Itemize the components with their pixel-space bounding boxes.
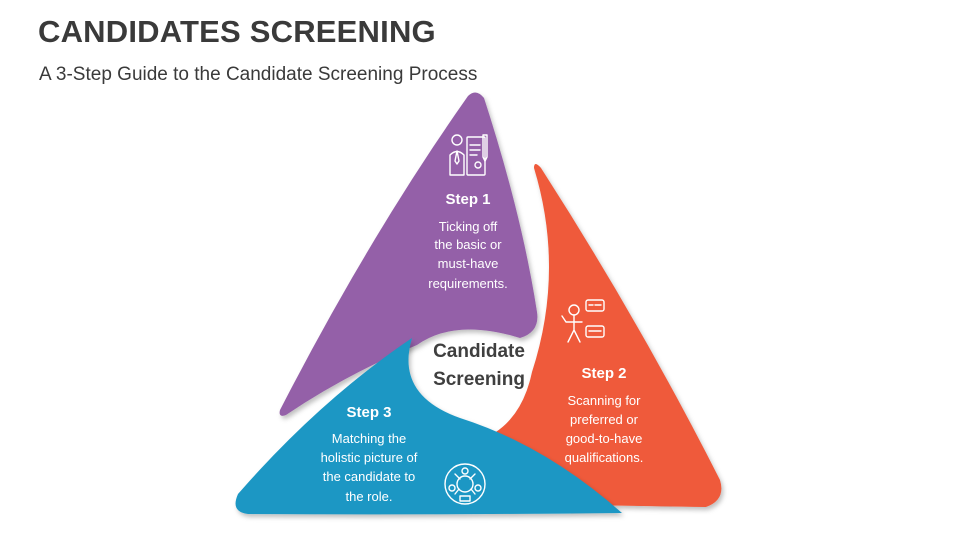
step1-desc-line1: Ticking off bbox=[439, 219, 498, 234]
step2-desc-line1: Scanning for bbox=[568, 393, 642, 408]
step2-desc-line2: preferred or bbox=[570, 412, 639, 427]
step1-title: Step 1 bbox=[445, 191, 490, 208]
person-network-icon bbox=[444, 463, 486, 505]
step3-desc-line3: the candidate to bbox=[323, 469, 416, 484]
step3-title: Step 3 bbox=[346, 404, 391, 421]
step1-desc-line3: must-have bbox=[438, 256, 499, 271]
step1-segment bbox=[279, 92, 538, 416]
person-chat-icon bbox=[561, 299, 605, 343]
page-subtitle: A 3-Step Guide to the Candidate Screenin… bbox=[39, 64, 478, 85]
center-label-line1: Candidate bbox=[433, 341, 525, 362]
step3-desc-line2: holistic picture of bbox=[321, 450, 418, 465]
step1-desc-line2: the basic or bbox=[434, 237, 502, 252]
resume-person-icon bbox=[449, 134, 488, 176]
step3-segment bbox=[235, 338, 623, 515]
step2-desc-line4: qualifications. bbox=[565, 450, 644, 465]
step2-title: Step 2 bbox=[581, 365, 626, 382]
step2-desc-line3: good-to-have bbox=[566, 431, 643, 446]
step1-desc-line4: requirements. bbox=[428, 276, 507, 291]
page-title: CANDIDATES SCREENING bbox=[38, 14, 436, 49]
step3-desc-line4: the role. bbox=[346, 489, 393, 504]
step3-desc-line1: Matching the bbox=[332, 431, 406, 446]
center-label-line2: Screening bbox=[433, 369, 525, 390]
